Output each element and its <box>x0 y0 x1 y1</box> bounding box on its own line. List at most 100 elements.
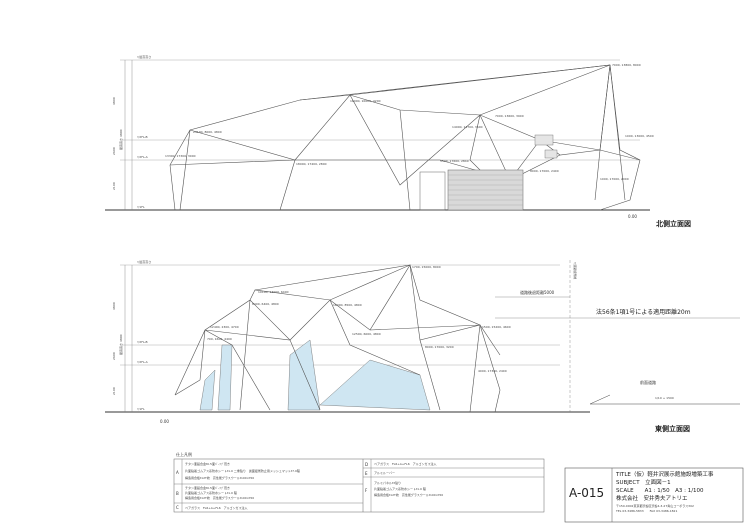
legend-key-c: C <box>176 505 179 510</box>
north-pt-20: 16000, 10000, 4200 <box>350 99 381 103</box>
legend-f-line-2: 片面粘着ゴムアス系防水シートt1.0 程 <box>374 486 426 491</box>
north-ground-label: 0.00 <box>628 214 637 219</box>
legend-a-line-1: チタン亜鉛合金t0.5面ﾊﾟｰﾂﾌﾟ葺き <box>185 461 230 466</box>
east-elevation <box>105 260 740 413</box>
east-level-label-1fl: ▽1FL <box>137 407 145 411</box>
north-ridge-3 <box>349 64 611 151</box>
north-dim-2: 2600 <box>112 147 116 155</box>
legend-key-a: A <box>176 470 179 475</box>
north-ridge-4 <box>169 154 561 181</box>
east-pt-1: 700, 1600, 4400 <box>207 337 232 341</box>
title-line: TITLE（仮）軽井沢展示館施設増築工事 <box>615 470 714 478</box>
east-level-label-2flb: ▽2FL-B <box>137 340 148 344</box>
east-pt-13: 1500, 15200, 4600 <box>482 325 511 329</box>
east-ridge-8 <box>174 329 206 396</box>
east-road-label: 前面道路 <box>640 379 656 385</box>
legend-key-e: E <box>365 471 368 476</box>
east-setback-label: 道路後退距離5000 <box>520 289 555 295</box>
north-ridge-5 <box>179 129 191 211</box>
legend-f-line-3: 構造用合板t12T枚 高性能グラスウールt100×t50 <box>374 492 443 497</box>
east-caption: 東側立面図 <box>655 424 690 433</box>
north-level-label-top: ▽最高高さ <box>137 54 151 59</box>
east-pt-17: 8000, 17000, 3200 <box>425 345 454 349</box>
east-ridge-2 <box>249 299 321 411</box>
east-boundary-label: ▽道路境界線 <box>573 262 578 279</box>
east-ridge-7 <box>239 299 251 411</box>
east-ridge-6 <box>204 329 271 411</box>
north-pt-11: 18000, 17400, 2800 <box>296 162 327 166</box>
north-ridge-2 <box>299 64 611 116</box>
north-pt-1: 1000, 13000, 4500 <box>625 134 654 138</box>
legend-f-line-1: アルミパネルt3貼り <box>374 480 401 485</box>
company-line: 株式会社 安井秀夫アトリエ <box>616 494 688 502</box>
north-louver <box>534 134 554 146</box>
legend-key-d: D <box>365 462 368 467</box>
address-line: 〒150-0002東京都渋谷区渋谷4-3-27青山コーポラス302 <box>616 503 694 508</box>
east-ridge-5 <box>409 264 501 356</box>
legend-a-line-3: 構造用合板t12T枚 高性能グラスウールt100×t50 <box>185 475 254 480</box>
north-caption: 北側立面図 <box>656 219 691 228</box>
east-pt-20: 12500, 6000, 4800 <box>352 332 381 336</box>
east-pt-12: 12400, 2300, 4700 <box>210 325 239 329</box>
legend-b-line-2: 片面粘着ゴムアス系防水シートt1.0 程 <box>185 490 237 495</box>
east-glass-1 <box>217 344 233 411</box>
north-dim-1: 4800 <box>112 97 116 105</box>
east-glass-3 <box>319 359 431 411</box>
east-pt-9: 16000, 8500, 4800 <box>333 303 362 307</box>
legend-d-line-1: ペアガラス FL6+A+FL6 アルゴンガス注入 <box>374 461 437 466</box>
tel-line: TEL 03-3486-5833 FAX 03-3486-1821 <box>615 509 677 513</box>
legend-a-line-2: 片面粘着ゴムアス系防水シートt1.0 二重貼り 裏面緩衝防止用メッシュマットt7… <box>185 468 300 473</box>
drawing-number: A-015 <box>569 486 604 500</box>
subject-line: SUBJECT 立面図－1 <box>616 478 671 486</box>
north-pt-4: 14000, 11700, 3600 <box>452 125 483 129</box>
scale-line: SCALE A1 : 1/50 A3 : 1/100 <box>616 488 704 494</box>
legend-key-b: B <box>176 491 179 496</box>
east-glass-4 <box>199 369 216 411</box>
legend-b-line-1: チタン亜鉛合金t0.5面ﾊﾟｰﾂﾌﾟ葺き <box>185 485 230 490</box>
legend-b-line-3: 構造用合板t12T枚 高性能グラスウールt100×t50 <box>185 495 254 500</box>
east-ridge-4 <box>329 299 421 376</box>
legend-e-line-1: アルミルーバー <box>374 470 395 475</box>
east-road-slope <box>589 394 611 405</box>
east-pt-2: 8400, 6400, 4800 <box>252 302 279 306</box>
north-pt-8: 7000, 13600, 3900 <box>495 114 524 118</box>
east-law-note: 法56条1項1号による適用距離20m <box>596 308 691 316</box>
north-ridge-9 <box>169 164 176 211</box>
title-block: A-015 TITLE（仮）軽井沢展示館施設増築工事 SUBJECT 立面図－1… <box>564 467 744 523</box>
east-silhouette <box>174 264 501 413</box>
north-pt-15: 1000, 17000, 2000 <box>600 177 629 181</box>
east-labels: ▽最高高さ ▽2FL-B ▽2FL-A ▽1FL 4800 2600 2100 … <box>112 259 691 433</box>
east-pt-18: 1700, 15000, 8000 <box>412 265 441 269</box>
east-dim-3: 2100 <box>112 387 116 395</box>
north-ridge-6 <box>279 159 296 211</box>
east-pt-15: 4000, 17300, 2400 <box>478 369 507 373</box>
north-louver-2 <box>544 149 558 159</box>
north-ridge-11 <box>609 64 626 201</box>
east-dim-2: 2600 <box>112 352 116 360</box>
north-pt-5: 24100, 8000, 4800 <box>193 130 222 134</box>
legend-c-line-1: ペアガラス FL6+A+FL6 アルゴンガス注入 <box>185 505 248 510</box>
north-pt-n: 5500, 17600, 2840 <box>440 159 469 163</box>
north-pt-17: 7000, 13800, 8000 <box>612 63 641 67</box>
north-silhouette <box>169 64 641 211</box>
north-ridge-7 <box>399 109 411 211</box>
north-level-label-2fla: ▽2FL-A <box>137 155 149 159</box>
east-dim-1: 4800 <box>112 302 116 310</box>
north-dim-vertical-label: 最高高さ 4800 <box>118 129 123 150</box>
east-road-slope-label: 1/10 + 1500 <box>655 396 674 400</box>
legend-key-f: F <box>365 488 368 493</box>
north-level-label-2flb: ▽2FL-B <box>137 135 148 139</box>
north-pt-2: 8000, 17000, 2400 <box>530 169 559 173</box>
east-ridge-9 <box>419 339 441 411</box>
north-level-label-1fl: ▽1FL <box>137 205 145 209</box>
north-dim-3: 2100 <box>112 182 116 190</box>
east-pt-19: 10100, 13000, 6400 <box>258 290 289 294</box>
north-shutter-lines <box>448 174 523 206</box>
east-level-label-2fla: ▽2FL-A <box>137 360 149 364</box>
east-ridge-10 <box>469 324 481 413</box>
east-level-label-top: ▽最高高さ <box>137 259 151 264</box>
north-ridge-12 <box>594 149 601 201</box>
finish-legend: 仕上凡例 A チタン亜鉛合金t0.5面ﾊﾟｰﾂﾌﾟ葺き 片面粘着ゴムアス系防水シ… <box>173 451 545 513</box>
east-dim-vertical-label: 最高高さ 4800 <box>118 334 123 355</box>
